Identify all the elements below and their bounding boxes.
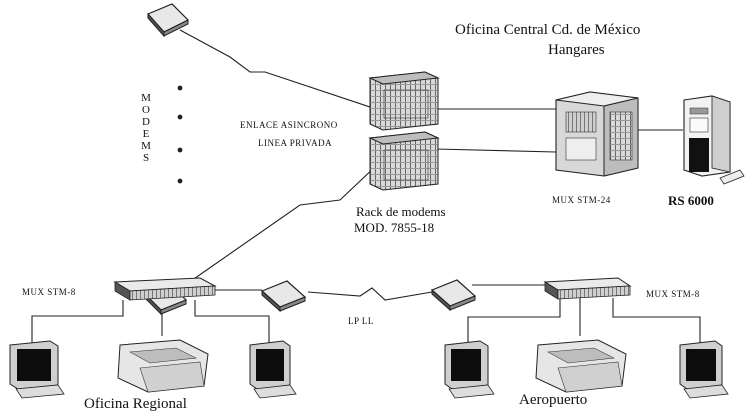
mux-stm-24-label: MUX STM-24 [552, 195, 611, 205]
mux-stm-24-cabinet [556, 92, 638, 176]
modem-icon-right [432, 280, 475, 310]
mux-stm-8-left [115, 278, 215, 300]
top-modem-link [180, 30, 385, 112]
terminal-right-1 [445, 341, 494, 398]
airport-label: Aeropuerto [519, 392, 587, 409]
central-office-title: Oficina Central Cd. de México [455, 22, 640, 39]
lp-ll-link [308, 288, 432, 300]
terminal-left-2 [250, 341, 296, 398]
left-mux-tree [32, 300, 123, 345]
mux-stm-8-right-label: MUX STM-8 [646, 289, 700, 299]
mux-stm-8-right [545, 278, 630, 299]
printer-right [536, 340, 626, 392]
lp-ll-label: LP LL [348, 316, 374, 326]
link-label-line2: LINEA PRIVADA [258, 138, 332, 148]
rs6000-label: RS 6000 [668, 193, 714, 209]
rack-to-mux24-bottom [435, 149, 556, 152]
rack-label-line2: MOD. 7855-18 [354, 220, 434, 236]
regional-office-label: Oficina Regional [84, 396, 187, 413]
rack-label-line1: Rack de modems [356, 204, 446, 220]
link-label-line1: ENLACE ASINCRONO [240, 120, 338, 130]
modem-icon-center [262, 281, 305, 311]
central-office-subtitle: Hangares [548, 42, 605, 59]
printer-left [118, 340, 208, 392]
mux-stm-8-left-label: MUX STM-8 [22, 287, 76, 297]
modem-rack [370, 72, 438, 190]
right-mux-tree [468, 298, 560, 345]
rs6000-server [684, 96, 744, 184]
terminal-left-1 [10, 341, 64, 398]
modem-dots [178, 86, 183, 184]
terminal-right-2 [680, 341, 728, 398]
